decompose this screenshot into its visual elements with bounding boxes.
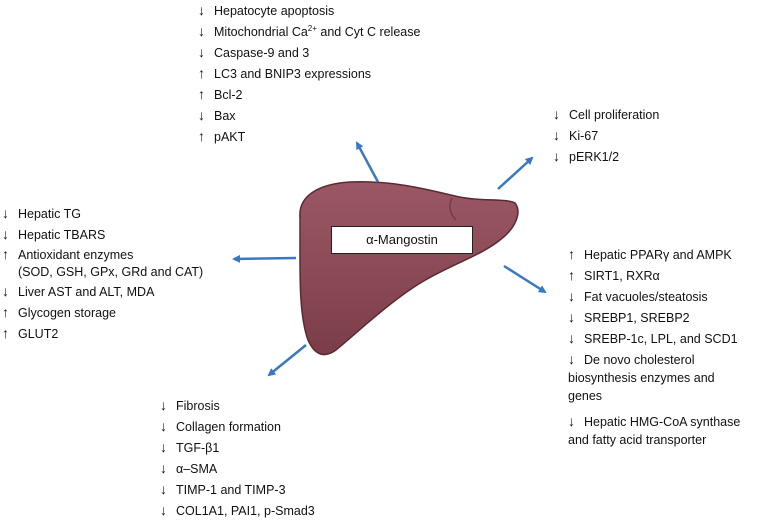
effect-item: ↑Bcl-2 xyxy=(198,84,420,105)
arrow-indicator-icon: ↓ xyxy=(568,330,575,346)
effect-item: ↑GLUT2 xyxy=(2,323,203,344)
arrow-indicator-icon: ↓ xyxy=(160,481,167,497)
effect-item: ↓pERK1/2 xyxy=(553,146,659,167)
effect-item: ↓Mitochondrial Ca2+ and Cyt C release xyxy=(198,21,420,42)
arrow-indicator-icon: ↓ xyxy=(553,106,560,122)
effect-item: ↓Hepatocyte apoptosis xyxy=(198,0,420,21)
arrow-lower-right xyxy=(503,264,547,294)
effect-item-continuation: biosynthesis enzymes and xyxy=(568,371,715,385)
effects-right-top-group: ↓Cell proliferation ↓Ki-67 ↓pERK1/2 xyxy=(553,104,659,167)
arrow-indicator-icon: ↓ xyxy=(553,148,560,164)
alpha-mangostin-label: α-Mangostin xyxy=(331,226,473,254)
arrow-indicator-icon: ↓ xyxy=(198,2,205,18)
arrow-upper-right xyxy=(497,156,534,190)
arrow-indicator-icon: ↓ xyxy=(568,351,575,367)
effect-item: ↓Bax xyxy=(198,105,420,126)
arrow-indicator-icon: ↑ xyxy=(568,267,575,283)
arrow-indicator-icon: ↑ xyxy=(2,325,9,341)
arrow-indicator-icon: ↓ xyxy=(553,127,560,143)
arrow-indicator-icon: ↓ xyxy=(198,44,205,60)
arrow-indicator-icon: ↓ xyxy=(198,23,205,39)
effect-item: ↓TGF-β1 xyxy=(160,437,315,458)
effect-item: ↓Liver AST and ALT, MDA xyxy=(2,281,203,302)
effect-item: ↓Fibrosis xyxy=(160,395,315,416)
effect-item: ↓TIMP-1 and TIMP-3 xyxy=(160,479,315,500)
arrow-indicator-icon: ↑ xyxy=(198,128,205,144)
effect-item: ↓SREBP-1c, LPL, and SCD1 xyxy=(568,328,740,349)
arrow-indicator-icon: ↓ xyxy=(568,309,575,325)
effect-item: ↑Hepatic PPARγ and AMPK xyxy=(568,244,740,265)
arrow-indicator-icon: ↓ xyxy=(160,418,167,434)
arrow-indicator-icon: ↑ xyxy=(198,86,205,102)
arrow-lower-left xyxy=(267,344,307,377)
effect-item: ↑pAKT xyxy=(198,126,420,147)
effect-item: ↓Ki-67 xyxy=(553,125,659,146)
effect-item: ↓Collagen formation xyxy=(160,416,315,437)
effect-item: ↓Hepatic HMG-CoA synthase xyxy=(568,413,741,429)
effects-left-group: ↓Hepatic TG ↓Hepatic TBARS ↑Antioxidant … xyxy=(2,203,203,344)
arrow-up xyxy=(355,141,380,183)
effect-item: ↓Caspase-9 and 3 xyxy=(198,42,420,63)
effects-bottom-group: ↓Fibrosis ↓Collagen formation ↓TGF-β1 ↓α… xyxy=(160,395,315,521)
arrow-indicator-icon: ↓ xyxy=(198,107,205,123)
arrow-indicator-icon: ↑ xyxy=(2,304,9,320)
effect-item: ↓Hepatic TBARS xyxy=(2,224,203,245)
effect-item: ↑SIRT1, RXRα xyxy=(568,265,740,286)
effects-right-bottom-group: ↑Hepatic PPARγ and AMPK ↑SIRT1, RXRα ↓Fa… xyxy=(568,244,740,449)
arrow-indicator-icon: ↓ xyxy=(568,288,575,304)
arrow-indicator-icon: ↓ xyxy=(2,205,9,221)
arrow-indicator-icon: ↑ xyxy=(568,246,575,262)
effect-item: ↓COL1A1, PAI1, p-Smad3 xyxy=(160,500,315,521)
effect-item: ↓Cell proliferation xyxy=(553,104,659,125)
effect-item: ↓De novo cholesterol xyxy=(568,351,695,367)
effect-item: ↓Hepatic TG xyxy=(2,203,203,224)
arrow-indicator-icon: ↑ xyxy=(198,65,205,81)
arrow-indicator-icon: ↓ xyxy=(160,397,167,413)
effect-item-continuation: genes xyxy=(568,389,603,403)
effect-item: ↓α–SMA xyxy=(160,458,315,479)
arrow-left xyxy=(232,254,297,263)
arrow-indicator-icon: ↓ xyxy=(160,439,167,455)
arrow-indicator-icon: ↑ xyxy=(2,246,9,262)
effect-item: ↓SREBP1, SREBP2 xyxy=(568,307,740,328)
effect-item: ↑LC3 and BNIP3 expressions xyxy=(198,63,420,84)
arrow-indicator-icon: ↓ xyxy=(2,283,9,299)
arrow-indicator-icon: ↓ xyxy=(2,226,9,242)
effect-item: ↓Fat vacuoles/steatosis xyxy=(568,286,740,307)
liver-shape xyxy=(299,180,519,356)
effects-top-group: ↓Hepatocyte apoptosis ↓Mitochondrial Ca2… xyxy=(198,0,420,147)
liver-lobe-line xyxy=(449,197,457,221)
arrow-indicator-icon: ↓ xyxy=(160,502,167,518)
effect-item-continuation: (SOD, GSH, GPx, GRd and CAT) xyxy=(18,265,204,279)
effect-item: ↑Glycogen storage xyxy=(2,302,203,323)
arrow-indicator-icon: ↓ xyxy=(160,460,167,476)
effect-item: ↑Antioxidant enzymes xyxy=(2,246,134,262)
effect-item-continuation: and fatty acid transporter xyxy=(568,433,707,447)
arrow-indicator-icon: ↓ xyxy=(568,413,575,429)
